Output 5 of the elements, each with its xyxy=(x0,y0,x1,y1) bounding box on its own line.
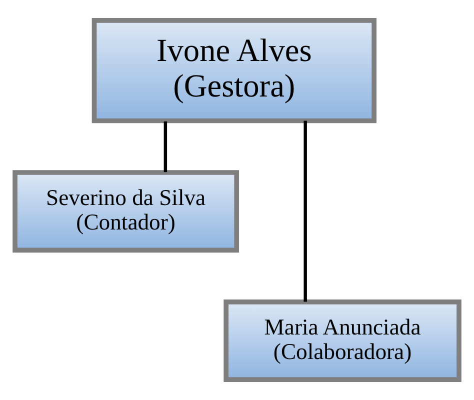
node-box: Maria Anunciada (Colaboradora) xyxy=(224,299,462,382)
node-box: Ivone Alves (Gestora) xyxy=(92,18,376,124)
connector xyxy=(164,121,168,172)
node-box: Severino da Silva (Contador) xyxy=(12,170,240,253)
connector xyxy=(304,120,307,302)
